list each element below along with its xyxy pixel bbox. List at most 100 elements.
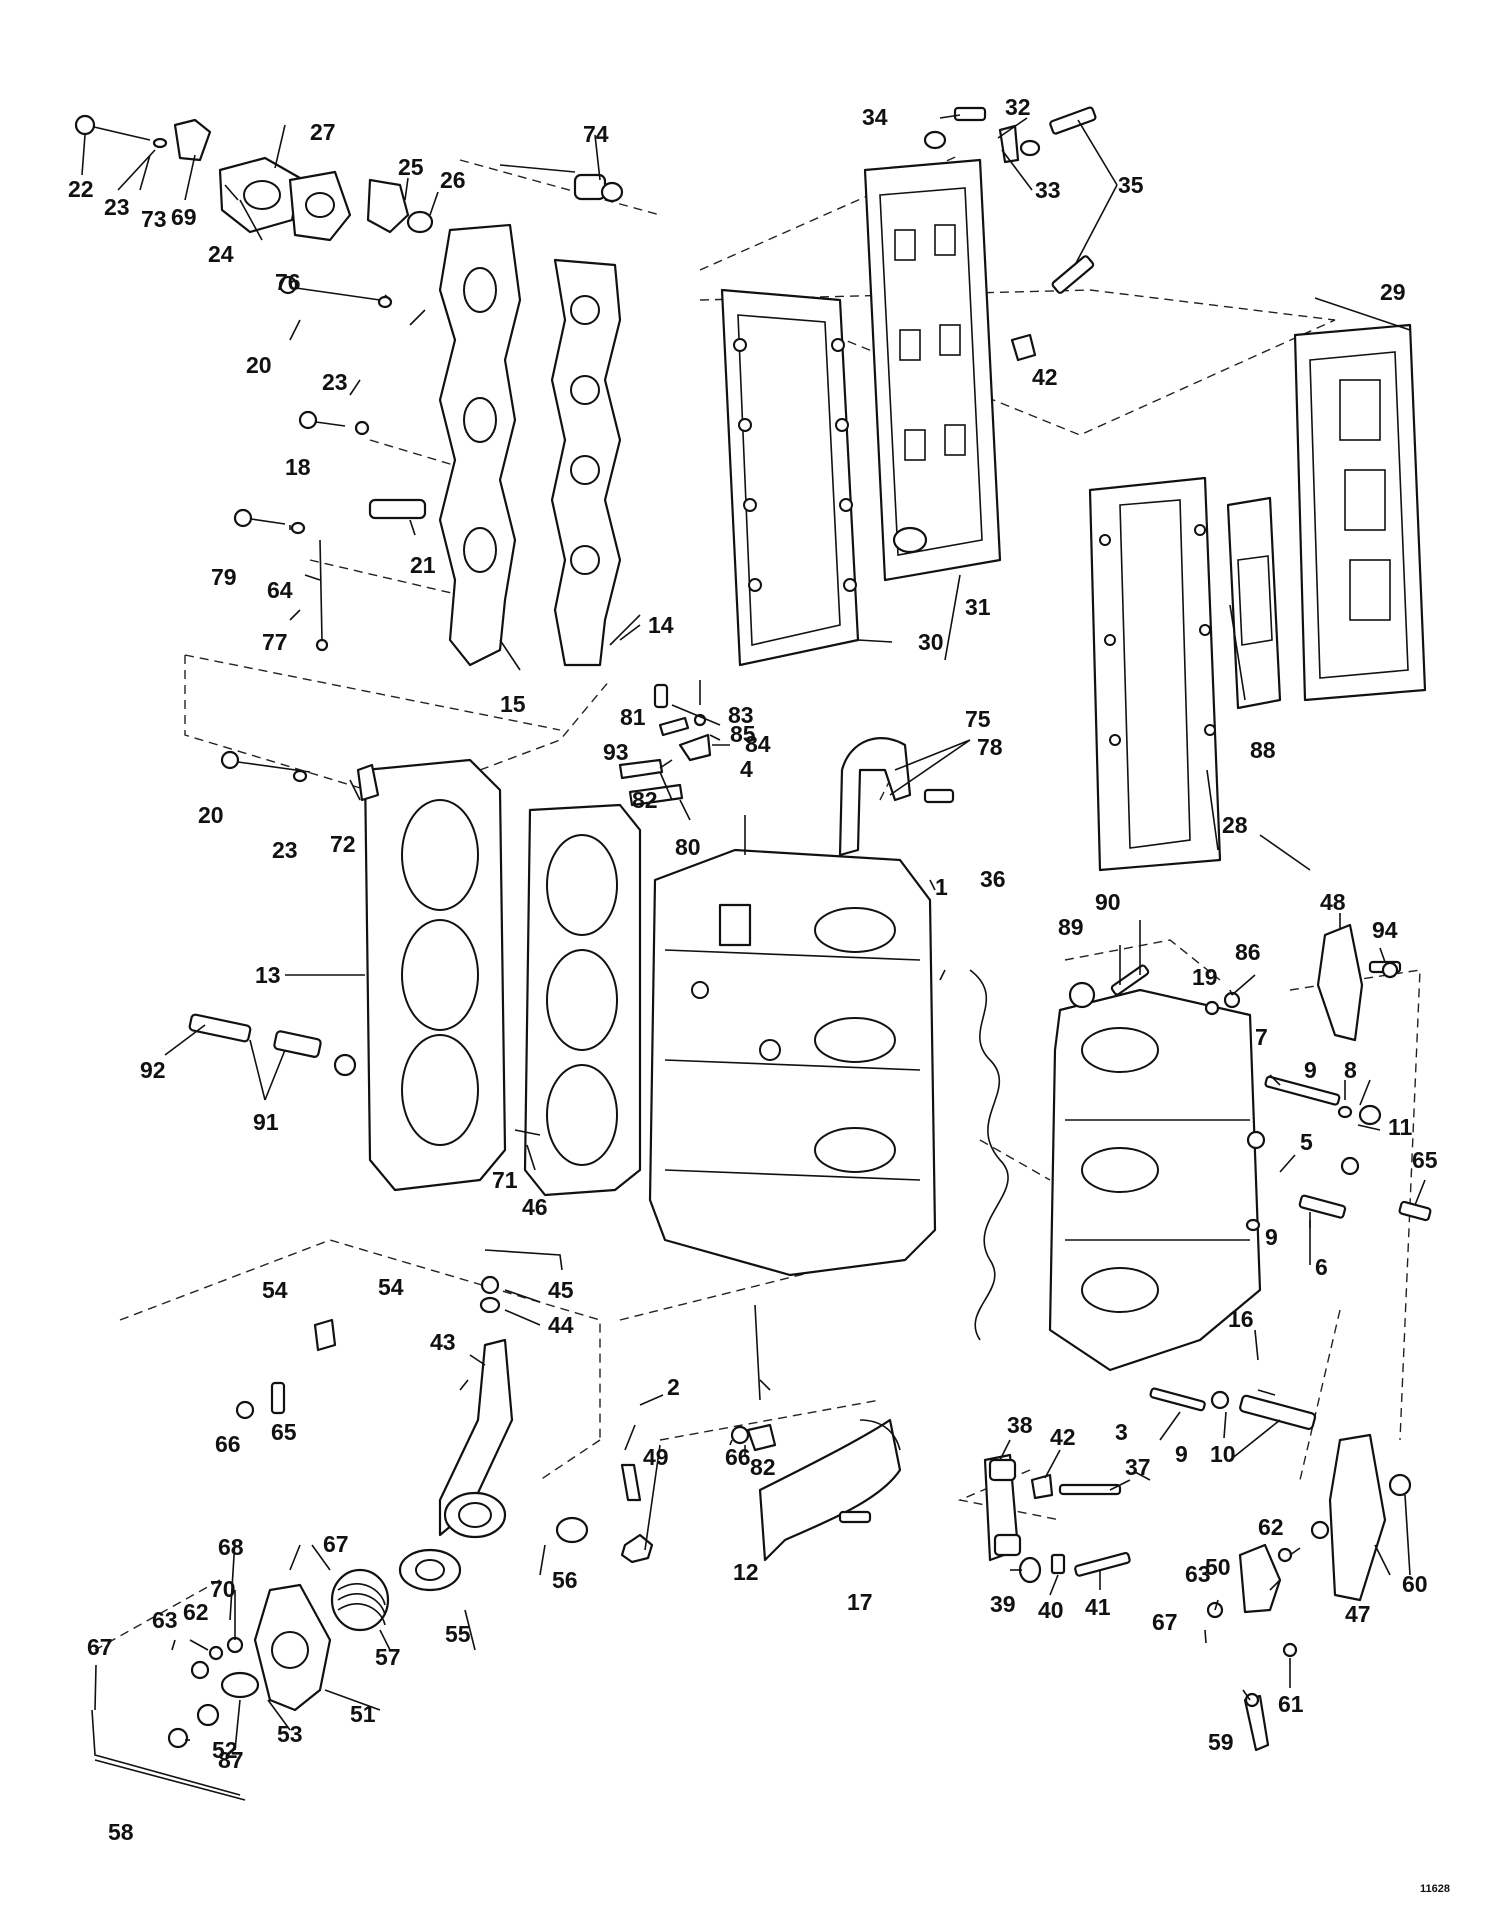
callout-23c: 23 — [272, 837, 298, 863]
leader-lines — [81, 114, 1426, 1751]
callout-37: 37 — [1125, 1454, 1151, 1480]
callout-3: 3 — [1115, 1419, 1128, 1445]
callout-56: 56 — [552, 1567, 578, 1593]
crankcase-seal-36 — [969, 969, 1009, 1341]
callout-40: 40 — [1038, 1597, 1064, 1623]
callout-89: 89 — [1058, 914, 1084, 940]
callout-43: 43 — [430, 1329, 456, 1355]
callout-79: 79 — [211, 564, 237, 590]
callout-20: 20 — [246, 352, 272, 378]
callout-8: 8 — [1344, 1057, 1357, 1083]
callout-71: 71 — [492, 1167, 518, 1193]
callout-44: 44 — [548, 1312, 574, 1338]
callout-66b: 66 — [725, 1444, 751, 1470]
crankcase-bolts — [1149, 1075, 1432, 1430]
screw-74 — [499, 164, 624, 203]
cylinder-head-13 — [363, 758, 507, 1192]
callout-52: 52 — [212, 1737, 238, 1763]
callout-1: 1 — [935, 874, 948, 900]
callout-61: 61 — [1278, 1691, 1304, 1717]
callout-20b: 20 — [198, 802, 224, 828]
callout-6: 6 — [1315, 1254, 1328, 1280]
callout-9c: 9 — [1175, 1441, 1188, 1467]
callout-23: 23 — [104, 194, 130, 220]
callout-49: 49 — [643, 1444, 669, 1470]
callout-83: 83 — [728, 702, 754, 728]
callout-35: 35 — [1118, 172, 1144, 198]
exhaust-plate-29 — [1293, 323, 1427, 702]
callout-42: 42 — [1032, 364, 1058, 390]
callout-75: 75 — [965, 706, 991, 732]
head-bolts-lower — [220, 750, 380, 802]
callout-78: 78 — [977, 734, 1003, 760]
thermostat-housing-group — [74, 114, 434, 242]
manifold-fasteners — [923, 106, 1097, 362]
callout-9: 9 — [1304, 1057, 1317, 1083]
callout-54b: 54 — [262, 1277, 288, 1303]
callout-45: 45 — [548, 1277, 574, 1303]
callout-88: 88 — [1250, 737, 1276, 763]
callout-87: 87 — [218, 1747, 244, 1773]
callout-38: 38 — [1007, 1412, 1033, 1438]
callout-92: 92 — [140, 1057, 166, 1083]
callout-77: 77 — [262, 629, 288, 655]
callout-15: 15 — [500, 691, 526, 717]
callout-85: 85 — [730, 721, 756, 747]
callout-73: 73 — [141, 206, 167, 232]
callout-55: 55 — [445, 1621, 471, 1647]
throttle-cam-assembly — [167, 1548, 462, 1749]
link-rod-58 — [91, 1709, 246, 1801]
callout-62: 62 — [183, 1599, 209, 1625]
head-gasket-14 — [550, 258, 622, 667]
callout-81: 81 — [620, 704, 646, 730]
callout-10: 10 — [1210, 1441, 1236, 1467]
callout-51: 51 — [350, 1701, 376, 1727]
callout-82b: 82 — [750, 1454, 776, 1480]
callout-67c: 67 — [1152, 1609, 1178, 1635]
crankcase-half — [1048, 988, 1262, 1372]
callout-90: 90 — [1095, 889, 1121, 915]
drawing-number: 11628 — [1420, 1883, 1450, 1895]
bolts-left-upper — [233, 275, 427, 652]
bracket-75 — [838, 737, 955, 857]
throttle-arm-47 — [1206, 1433, 1412, 1752]
callout-16: 16 — [1228, 1306, 1254, 1332]
callout-68: 68 — [218, 1534, 244, 1560]
callout-64: 64 — [267, 577, 293, 603]
callout-30: 30 — [918, 629, 944, 655]
callout-63b: 63 — [1185, 1561, 1211, 1587]
callout-66: 66 — [215, 1431, 241, 1457]
callout-36: 36 — [980, 866, 1006, 892]
callout-4: 4 — [740, 756, 753, 782]
callout-57: 57 — [375, 1644, 401, 1670]
callout-27: 27 — [310, 119, 336, 145]
callout-26: 26 — [440, 167, 466, 193]
callout-86: 86 — [1235, 939, 1261, 965]
callout-59: 59 — [1208, 1729, 1234, 1755]
callout-84: 84 — [745, 731, 771, 757]
callout-7: 7 — [1255, 1024, 1268, 1050]
plate-88 — [1226, 496, 1282, 710]
callout-63: 63 — [152, 1607, 178, 1633]
callout-48: 48 — [1320, 889, 1346, 915]
callout-65: 65 — [271, 1419, 297, 1445]
callout-29: 29 — [1380, 279, 1406, 305]
callout-39: 39 — [990, 1591, 1016, 1617]
callout-9b: 9 — [1265, 1224, 1278, 1250]
callout-46: 46 — [522, 1194, 548, 1220]
callout-80: 80 — [675, 834, 701, 860]
callout-23b: 23 — [322, 369, 348, 395]
bearing-cap-12 — [620, 1418, 902, 1564]
callout-67: 67 — [323, 1531, 349, 1557]
callout-21: 21 — [410, 552, 436, 578]
callout-5: 5 — [1300, 1129, 1313, 1155]
callout-62b: 62 — [1258, 1514, 1284, 1540]
cylinder-block — [648, 848, 937, 1277]
callout-31: 31 — [965, 594, 991, 620]
callout-82: 82 — [632, 787, 658, 813]
callout-69: 69 — [171, 204, 197, 230]
callout-50: 50 — [1205, 1554, 1231, 1580]
callout-93: 93 — [603, 739, 629, 765]
exhaust-gasket-28 — [1088, 476, 1222, 872]
